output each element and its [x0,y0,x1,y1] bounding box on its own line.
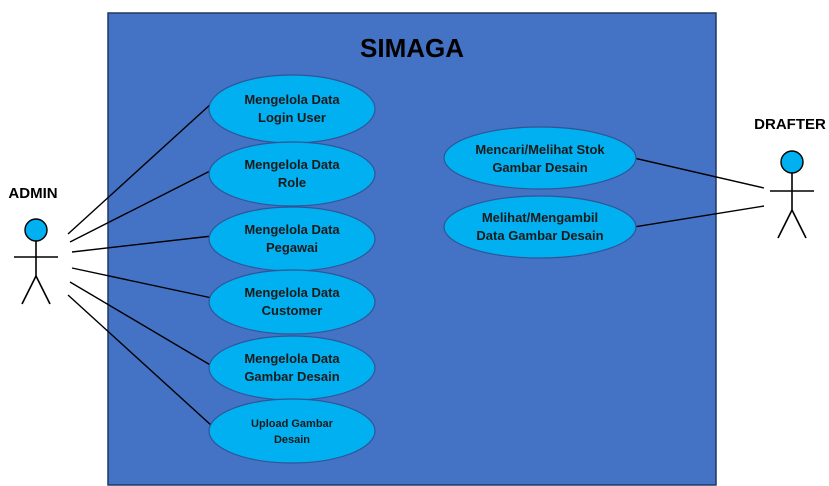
use-case-label-line2: Login User [258,110,326,125]
use-case-label-line1: Mencari/Melihat Stok [475,142,605,157]
use-case-upload-gambar-desain[interactable]: Upload Gambar Desain [208,398,376,464]
use-case-label-line1: Mengelola Data [244,92,340,107]
use-case-login-user[interactable]: Mengelola Data Login User [208,74,376,144]
actor-body [770,173,814,239]
use-case-mencari-stok[interactable]: Mencari/Melihat Stok Gambar Desain [443,126,637,190]
actor-label-drafter: DRAFTER [754,116,826,133]
use-case-role[interactable]: Mengelola Data Role [208,141,376,207]
association-line-upload [67,294,213,427]
use-case-label-line2: Gambar Desain [244,369,339,384]
use-case-label-line2: Role [278,175,306,190]
association-line-pegawai [71,235,213,253]
system-title: SIMAGA [360,33,464,63]
actor-admin[interactable]: ADMIN [8,185,58,305]
use-case-mengambil-data[interactable]: Melihat/Mengambil Data Gambar Desain [443,195,637,259]
use-case-label-line1: Mengelola Data [244,285,340,300]
actor-drafter[interactable]: DRAFTER [754,116,826,239]
system-boundary [107,12,717,486]
use-case-label-line1: Mengelola Data [244,157,340,172]
use-case-label-line2: Customer [262,303,323,318]
use-case-gambar-desain[interactable]: Mengelola Data Gambar Desain [208,335,376,401]
drafter-associations [633,157,765,228]
use-case-label-line2: Gambar Desain [492,160,587,175]
actor-body [14,241,58,305]
use-case-label-line2: Data Gambar Desain [476,228,603,243]
association-line-mencari-stok [633,157,765,189]
actor-head [24,218,48,242]
use-case-label-line1: Mengelola Data [244,222,340,237]
use-case-pegawai[interactable]: Mengelola Data Pegawai [208,206,376,272]
association-line-customer [71,267,213,299]
association-line-role [69,169,213,243]
association-line-mengambil-data [633,205,765,228]
use-case-customer[interactable]: Mengelola Data Customer [208,269,376,335]
use-case-label-line1: Upload Gambar [251,418,334,430]
actor-head [780,150,804,174]
use-case-label-line1: Mengelola Data [244,351,340,366]
use-case-label-line2: Desain [274,434,310,446]
association-line-gambar-desain [69,281,213,367]
admin-associations [67,102,213,427]
use-case-label-line1: Melihat/Mengambil [482,210,598,225]
actor-label-admin: ADMIN [8,185,57,202]
use-case-label-line2: Pegawai [266,240,318,255]
association-line-login-user [67,102,213,235]
